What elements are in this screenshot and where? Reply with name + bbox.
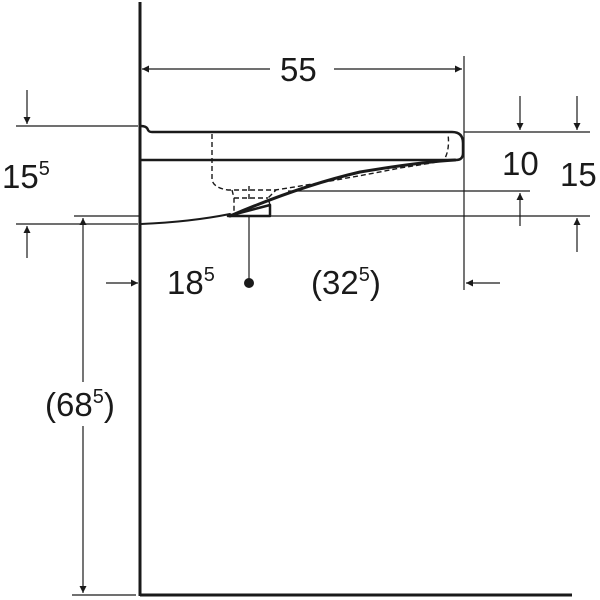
paren-open: ( (311, 264, 322, 301)
trap-hidden-outline (231, 189, 277, 214)
dim-sup: 5 (203, 264, 215, 286)
dim-main: 15 (560, 156, 597, 193)
bowl-hidden-outline (211, 133, 450, 191)
paren-open: ( (45, 386, 56, 423)
dim-sup: 5 (92, 386, 104, 408)
basin-top-rim (139, 124, 465, 162)
extension-lines (16, 56, 590, 596)
hidden-lines (211, 133, 450, 214)
drain-center-dot (244, 278, 254, 288)
basin-wall-curve (140, 213, 231, 225)
dimension-wall-to-drain-18-5: 185 (167, 264, 215, 301)
paren-close: ) (103, 386, 115, 423)
dimension-arrows (23, 65, 581, 593)
dimension-floor-height-68-5: (685) (45, 386, 115, 423)
dim-main: 68 (56, 386, 93, 423)
dim-main: 15 (2, 158, 39, 195)
dim-main: 55 (280, 51, 317, 88)
paren-close: ) (369, 264, 381, 301)
wall-and-floor (138, 2, 572, 597)
dim-main: 18 (167, 264, 204, 301)
dimension-right-15: 15 (560, 158, 597, 191)
washbasin-outline (139, 124, 465, 225)
dim-sup: 5 (358, 264, 370, 286)
dimension-width-55: 55 (280, 53, 317, 86)
dimension-right-10: 10 (502, 147, 539, 180)
dimension-rim-height-15-5: 155 (2, 158, 50, 195)
dim-sup: 5 (38, 158, 50, 180)
dimension-drain-to-front-32-5: (325) (311, 264, 381, 301)
dim-main: 10 (502, 145, 539, 182)
dim-main: 32 (322, 264, 359, 301)
